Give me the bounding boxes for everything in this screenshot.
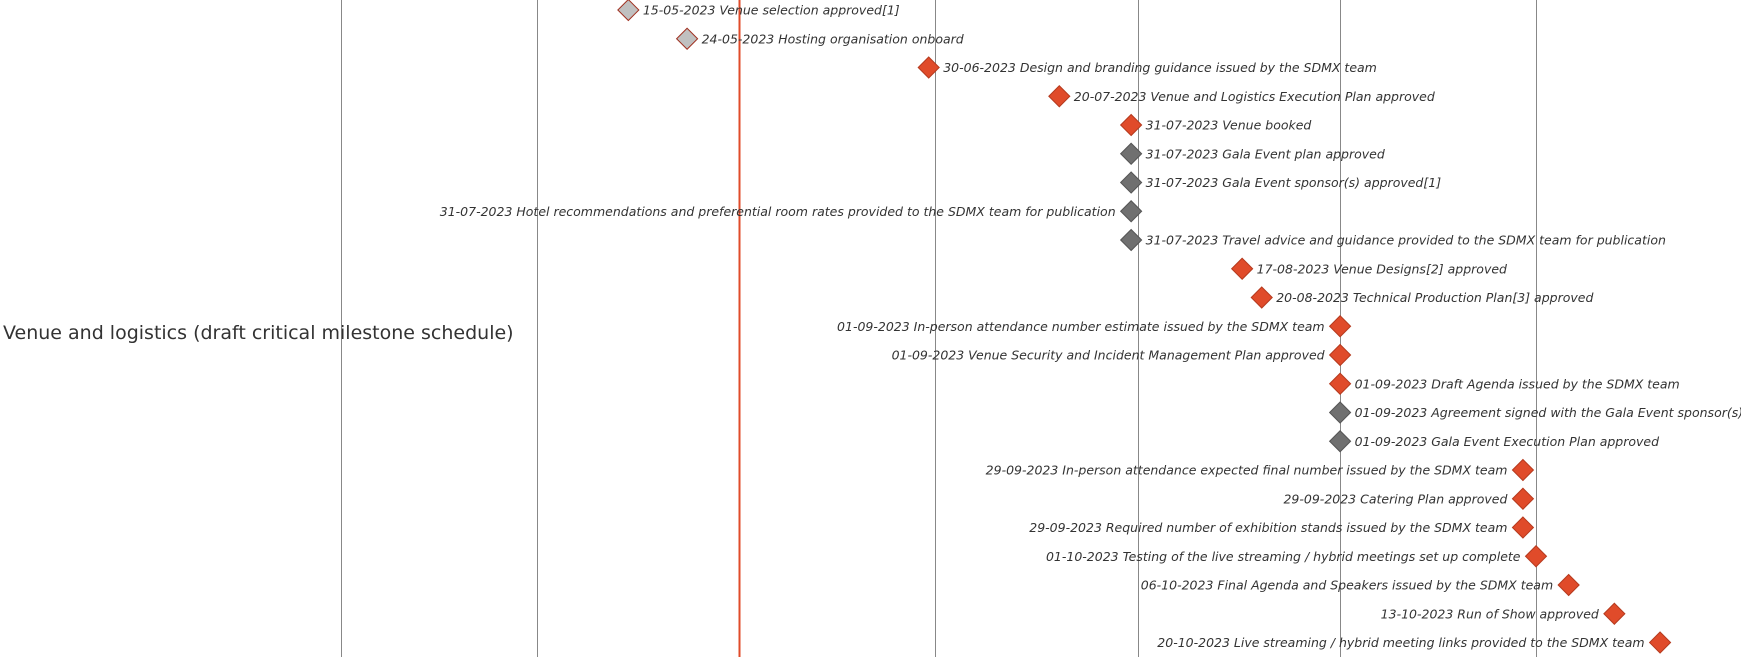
milestone: 06-10-2023 Final Agenda and Speakers iss…	[1141, 573, 1580, 597]
milestone-diamond	[1524, 545, 1548, 568]
milestone-diamond	[1328, 315, 1352, 338]
milestone: 20-07-2023 Venue and Logistics Execution…	[1048, 85, 1435, 108]
milestone-diamond	[1511, 516, 1535, 539]
milestone: 17-08-2023 Venue Designs[2] approved	[1230, 257, 1507, 280]
milestone: 24-05-2023 Hosting organisation onboard	[675, 27, 964, 50]
milestone-label: 29-09-2023 In-person attendance expected…	[986, 463, 1508, 478]
milestone-label: 20-08-2023 Technical Production Plan[3] …	[1276, 290, 1593, 305]
milestone-label: 31-07-2023 Gala Event plan approved	[1146, 146, 1385, 161]
milestone-label: 01-09-2023 Agreement signed with the Gal…	[1355, 405, 1741, 420]
milestone: 01-09-2023 Gala Event Execution Plan app…	[1328, 430, 1660, 453]
milestone-label: 29-09-2023 Catering Plan approved	[1283, 491, 1507, 506]
milestone-diamond	[1119, 113, 1143, 137]
milestone: 31-07-2023 Travel advice and guidance pr…	[1119, 228, 1666, 252]
milestone: 01-09-2023 Draft Agenda issued by the SD…	[1328, 372, 1680, 395]
milestone-label: 06-10-2023 Final Agenda and Speakers iss…	[1141, 578, 1553, 593]
milestone: 31-07-2023 Gala Event sponsor(s) approve…	[1119, 171, 1442, 194]
milestone-diamond	[1119, 142, 1143, 165]
milestone: 20-10-2023 Live streaming / hybrid meeti…	[1157, 631, 1672, 654]
milestone: 15-05-2023 Venue selection approved[1]	[617, 0, 900, 22]
milestone-label: 24-05-2023 Hosting organisation onboard	[702, 31, 964, 46]
milestone: 31-07-2023 Hotel recommendations and pre…	[440, 200, 1143, 223]
milestone-label: 20-10-2023 Live streaming / hybrid meeti…	[1157, 635, 1644, 650]
milestone-diamond	[1328, 430, 1352, 453]
milestone-diamond	[675, 27, 699, 50]
milestone-label: 01-10-2023 Testing of the live streaming…	[1046, 549, 1521, 564]
milestone: 01-09-2023 In-person attendance number e…	[837, 315, 1352, 338]
milestone-diamond	[1648, 631, 1672, 654]
milestone-diamond	[1119, 200, 1143, 223]
milestone: 01-09-2023 Venue Security and Incident M…	[892, 343, 1352, 367]
milestone-diamond	[917, 56, 940, 79]
milestones: 15-05-2023 Venue selection approved[1] 24…	[440, 0, 1741, 654]
milestone: 13-10-2023 Run of Show approved	[1381, 602, 1626, 625]
milestone-diamond	[1557, 573, 1580, 597]
milestone-label: 31-07-2023 Hotel recommendations and pre…	[440, 204, 1116, 219]
milestone: 31-07-2023 Gala Event plan approved	[1119, 142, 1385, 165]
milestone: 01-09-2023 Agreement signed with the Gal…	[1328, 401, 1741, 424]
milestone: 20-08-2023 Technical Production Plan[3] …	[1250, 286, 1593, 309]
milestone-label: 01-09-2023 Gala Event Execution Plan app…	[1355, 434, 1660, 449]
milestone: 31-07-2023 Venue booked	[1119, 113, 1312, 137]
milestone-diamond	[1230, 257, 1254, 280]
milestone-diamond	[1328, 372, 1352, 395]
milestone-label: 31-07-2023 Travel advice and guidance pr…	[1146, 233, 1666, 248]
milestone-label: 01-09-2023 In-person attendance number e…	[837, 319, 1325, 334]
milestone-diamond	[1250, 286, 1273, 309]
milestone-diamond	[1328, 401, 1352, 424]
milestone-diamond	[1603, 602, 1626, 625]
milestone-label: 31-07-2023 Venue booked	[1146, 118, 1312, 133]
milestone: 29-09-2023 Required number of exhibition…	[1029, 516, 1535, 539]
milestone-diamond	[1328, 343, 1352, 367]
milestone-diamond	[1119, 228, 1143, 252]
milestone: 29-09-2023 Catering Plan approved	[1283, 487, 1535, 510]
chart-title: Venue and logistics (draft critical mile…	[3, 322, 514, 344]
milestone-label: 29-09-2023 Required number of exhibition…	[1029, 520, 1507, 535]
milestone-label: 20-07-2023 Venue and Logistics Execution…	[1074, 89, 1435, 104]
milestone: 01-10-2023 Testing of the live streaming…	[1046, 545, 1548, 568]
milestone-diamond	[1048, 85, 1071, 108]
milestone-diamond	[1511, 487, 1535, 510]
milestone-label: 01-09-2023 Venue Security and Incident M…	[892, 348, 1325, 363]
milestone: 29-09-2023 In-person attendance expected…	[986, 458, 1535, 482]
milestone: 30-06-2023 Design and branding guidance …	[917, 56, 1377, 79]
milestone-diamond	[1511, 458, 1535, 482]
milestone-label: 15-05-2023 Venue selection approved[1]	[643, 3, 900, 18]
milestone-diamond	[1119, 171, 1143, 194]
milestone-label: 30-06-2023 Design and branding guidance …	[943, 60, 1377, 75]
milestone-diamond	[617, 0, 640, 22]
milestone-label: 17-08-2023 Venue Designs[2] approved	[1257, 261, 1507, 276]
milestone-label: 01-09-2023 Draft Agenda issued by the SD…	[1355, 376, 1680, 391]
milestone-label: 13-10-2023 Run of Show approved	[1381, 606, 1599, 621]
milestone-label: 31-07-2023 Gala Event sponsor(s) approve…	[1146, 175, 1442, 190]
